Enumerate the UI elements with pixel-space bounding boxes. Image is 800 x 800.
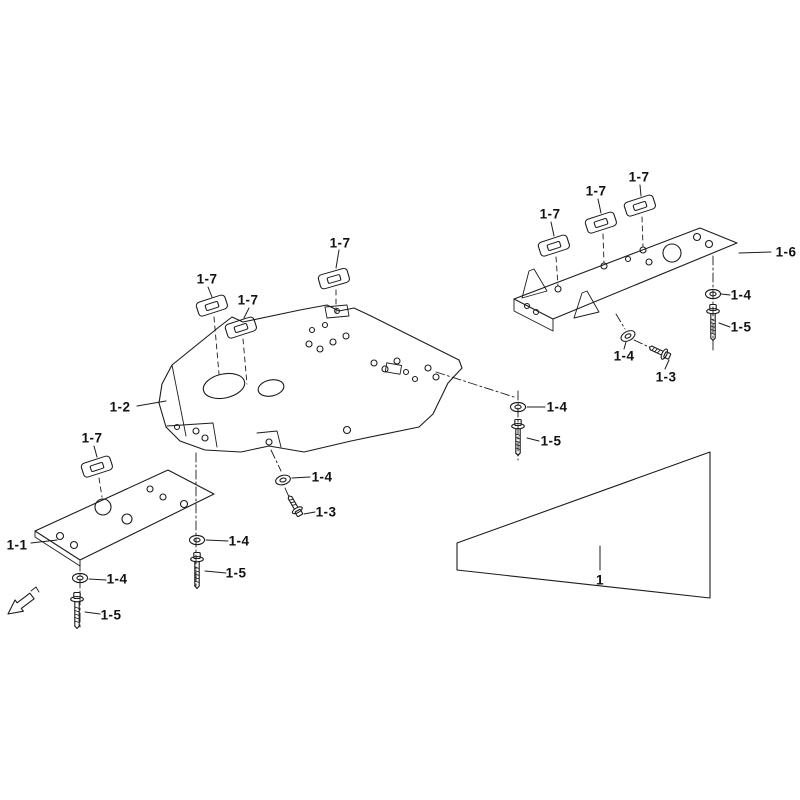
small-bolt-right xyxy=(646,341,673,363)
part-label-1-3: 1-3 xyxy=(655,369,677,385)
small-bolts xyxy=(283,341,673,519)
center-lines xyxy=(79,255,714,631)
part-label-1-4: 1-4 xyxy=(546,399,568,415)
clip-top-center xyxy=(316,266,351,291)
front-skid-plate xyxy=(34,469,215,567)
bolt-far-left xyxy=(70,591,84,630)
part-label-1-4: 1-4 xyxy=(730,287,752,303)
washer-mid-right xyxy=(618,327,638,345)
center-skid-plate xyxy=(158,304,463,453)
front-direction-arrow-icon xyxy=(7,586,40,615)
clip-plates xyxy=(79,193,657,479)
clip-right-1 xyxy=(536,233,571,258)
clip-front xyxy=(79,454,114,479)
part-label-1-1: 1-1 xyxy=(6,537,28,553)
part-label-1-5: 1-5 xyxy=(730,319,752,335)
washer-center xyxy=(274,473,292,487)
part-label-1-2: 1-2 xyxy=(109,399,131,415)
small-bolt-center xyxy=(283,492,306,519)
plate-holes xyxy=(173,321,440,446)
clip-left-upper xyxy=(194,293,229,318)
clip-right-2 xyxy=(583,210,618,235)
bolt-left xyxy=(190,551,204,590)
clip-drop-lines xyxy=(98,216,644,498)
part-label-1-7: 1-7 xyxy=(81,430,103,446)
part-label-1-7: 1-7 xyxy=(196,271,218,287)
washers xyxy=(71,288,722,584)
part-label-1-4: 1-4 xyxy=(311,469,333,485)
rear-skid-plate xyxy=(513,227,738,332)
part-label-1-6: 1-6 xyxy=(775,244,797,260)
part-label-1-7: 1-7 xyxy=(237,292,259,308)
part-label-1-7: 1-7 xyxy=(585,183,607,199)
part-label-1-4: 1-4 xyxy=(613,348,635,364)
leader-lines xyxy=(30,184,772,615)
part-label-1: 1 xyxy=(596,572,604,588)
part-label-1-5: 1-5 xyxy=(225,565,247,581)
part-label-1-3: 1-3 xyxy=(315,504,337,520)
part-label-1-7: 1-7 xyxy=(329,235,351,251)
washer-left xyxy=(188,534,206,546)
part-label-1-5: 1-5 xyxy=(540,433,562,449)
clip-right-3 xyxy=(622,193,657,218)
part-label-1-5: 1-5 xyxy=(100,607,122,623)
part-label-1-4: 1-4 xyxy=(228,533,250,549)
part-label-1-4: 1-4 xyxy=(106,571,128,587)
part-label-1-7: 1-7 xyxy=(628,169,650,185)
part-label-1-7: 1-7 xyxy=(539,206,561,222)
cover-panel xyxy=(456,451,711,599)
